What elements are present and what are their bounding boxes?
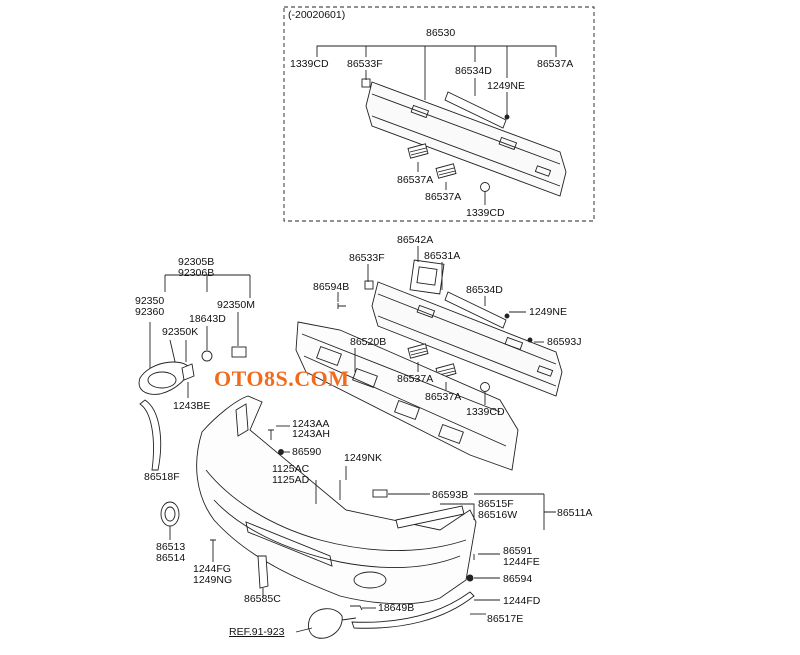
inset-frame <box>283 6 595 222</box>
label-insert-2: 86516W <box>478 509 518 521</box>
inset-bracket-2 <box>435 163 457 179</box>
label-lamp-left-2: 92360 <box>135 306 165 318</box>
clip-86593b <box>372 489 388 498</box>
lamp-bulb <box>201 350 213 362</box>
label-lamp-socket: 92350M <box>217 299 255 311</box>
label-beam-clip: 86533F <box>349 252 385 264</box>
label-beam-bracket-2: 86537A <box>425 391 462 403</box>
lamp-socket <box>231 346 247 358</box>
reflector <box>257 555 269 589</box>
molding-lower <box>351 591 475 629</box>
label-nut-1125-1: 1125AC <box>272 463 310 475</box>
beam-clip <box>364 280 374 290</box>
label-beam-bracket-1: 86537A <box>397 373 434 385</box>
lamp-bracket <box>181 363 195 381</box>
label-lamp-bracket: 92350K <box>162 326 199 338</box>
label-inset-screw: 1249NE <box>487 80 525 92</box>
beam-bracket-1 <box>407 343 429 359</box>
cover-left <box>160 501 180 527</box>
label-beam-strip: 86534D <box>466 284 503 296</box>
label-beam-pin: 86594B <box>313 281 350 293</box>
label-lamp-assy-1: 92305B <box>178 256 215 268</box>
label-ref-note[interactable]: REF.91-923 <box>229 626 285 638</box>
label-beam-bracket-top: 86542A <box>397 234 434 246</box>
inset-beam <box>365 81 567 197</box>
label-bolt-1243-1: 1243AA <box>292 418 330 430</box>
label-lamp-bolt: 1243BE <box>173 400 211 412</box>
energy-absorber <box>295 321 519 471</box>
inset-bolt <box>480 182 490 192</box>
label-lamp-left-1: 92350 <box>135 295 165 307</box>
label-inset-bolt-bottom: 1339CD <box>466 207 505 219</box>
inset-note: (-20020601) <box>288 9 346 21</box>
label-molding-left: 86518F <box>144 471 180 483</box>
label-bumper-assy: 86511A <box>557 507 593 519</box>
label-nut-86590: 86590 <box>292 446 322 458</box>
label-inset-bracket-2: 86537A <box>425 191 462 203</box>
beam-bracket-top <box>409 259 445 295</box>
label-lamp-bulb: 18643D <box>189 313 226 325</box>
label-screw-right-1: 86591 <box>503 545 533 557</box>
beam-strip <box>444 291 507 329</box>
watermark: OTO8S.COM <box>214 366 350 391</box>
label-insert-1: 86515F <box>478 498 514 510</box>
molding-left <box>139 399 162 471</box>
label-inset-bolt-left: 1339CD <box>290 58 329 70</box>
label-inset-strip: 86534D <box>455 65 492 77</box>
label-inset-bracket-1: 86537A <box>397 174 434 186</box>
beam-pin <box>337 303 346 309</box>
label-beam-rail: 86531A <box>424 250 461 262</box>
label-cover-left-2: 86514 <box>156 552 186 564</box>
label-screw-low-2: 1249NG <box>193 574 233 586</box>
label-screw-1244fd: 1244FD <box>503 595 541 607</box>
label-molding-lower: 86517E <box>487 613 524 625</box>
label-inset-assembly: 86530 <box>426 27 456 39</box>
label-bolt-1243-2: 1243AH <box>292 428 330 440</box>
label-nut-1125-2: 1125AD <box>272 474 310 486</box>
label-beam-screw: 1249NE <box>529 306 567 318</box>
label-beam-absorber: 86520B <box>350 336 387 348</box>
label-inset-clip: 86533F <box>347 58 383 70</box>
lower-lamp <box>307 608 357 639</box>
label-lamp-assy-2: 92306B <box>178 267 215 279</box>
label-cover-left-1: 86513 <box>156 541 186 553</box>
label-screw-1249nk: 1249NK <box>344 452 382 464</box>
beam-bolt <box>480 382 490 392</box>
reinforcement-beam <box>371 281 563 397</box>
fog-lamp <box>138 361 190 395</box>
insert-86515f <box>395 505 465 529</box>
inset-clip <box>361 78 371 88</box>
inset-bracket-1 <box>407 143 429 159</box>
label-clip-86593b: 86593B <box>432 489 469 501</box>
label-bulb-lower: 18649B <box>378 602 415 614</box>
label-screw-low-1: 1244FG <box>193 563 231 575</box>
label-reflector: 86585C <box>244 593 281 605</box>
label-nut-right: 86594 <box>503 573 533 585</box>
label-beam-bolt: 1339CD <box>466 406 505 418</box>
label-inset-bracket-right: 86537A <box>537 58 574 70</box>
label-beam-clip-right: 86593J <box>547 336 582 348</box>
label-screw-right-2: 1244FE <box>503 556 540 568</box>
inset-strip <box>444 91 507 129</box>
bumper-cover <box>196 395 477 605</box>
